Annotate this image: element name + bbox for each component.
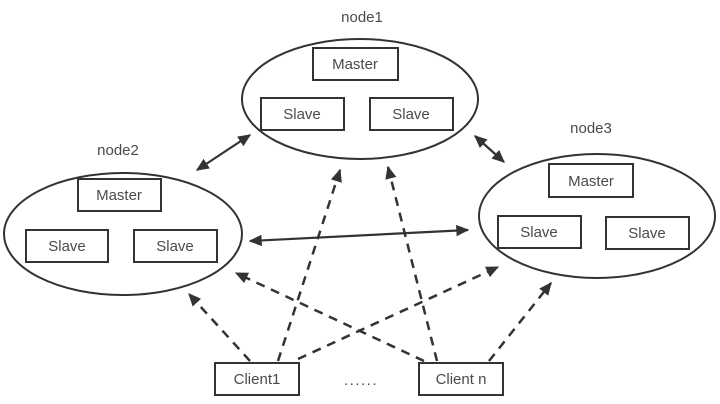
edge-clientn-node1 <box>385 165 439 362</box>
node3-slave2-label: Slave <box>628 225 666 242</box>
node2-ellipse <box>3 172 243 296</box>
edge-clientn-node2 <box>234 271 425 363</box>
edge-node1-node2 <box>195 134 252 171</box>
node2-slave2-box <box>133 229 218 263</box>
node2-master-label: Master <box>96 187 142 204</box>
clients-group: Client1 ...... Client n <box>214 362 504 396</box>
node1-slave2-box <box>369 97 454 131</box>
node1-label: node1 <box>341 9 383 26</box>
edge-clientn-node3 <box>488 281 552 362</box>
node3-master-label: Master <box>568 173 614 190</box>
node-link-edges <box>195 134 505 247</box>
node3-slave2-box <box>605 216 690 250</box>
node3-slave1-label: Slave <box>520 224 558 241</box>
node2-master-box <box>77 178 162 212</box>
node1-master-box <box>312 47 399 81</box>
node2-slave2-label: Slave <box>156 238 194 255</box>
client1-box <box>214 362 300 396</box>
node1-group: node1 Master Slave Slave <box>241 9 479 160</box>
node3-label: node3 <box>570 120 612 137</box>
node1-slave2-label: Slave <box>392 106 430 123</box>
client-link-edges <box>188 165 552 363</box>
node3-group: node3 Master Slave Slave <box>478 120 716 279</box>
edge-client1-node3 <box>297 265 500 361</box>
clients-ellipsis: ...... <box>344 372 378 389</box>
node1-slave1-box <box>260 97 345 131</box>
edge-client1-node1 <box>276 168 342 362</box>
clientn-label: Client n <box>436 371 487 388</box>
node3-master-box <box>548 163 634 198</box>
node1-slave1-label: Slave <box>283 106 321 123</box>
node3-slave1-box <box>497 215 582 249</box>
clientn-box <box>418 362 504 396</box>
node2-group: node2 Master Slave Slave <box>3 142 243 296</box>
node2-slave1-box <box>25 229 109 263</box>
edge-node1-node3 <box>474 135 505 163</box>
node1-master-label: Master <box>332 56 378 73</box>
node2-label: node2 <box>97 142 139 159</box>
node2-slave1-label: Slave <box>48 238 86 255</box>
client1-label: Client1 <box>234 371 281 388</box>
edge-client1-node2 <box>188 293 251 362</box>
edge-node2-node3 <box>248 224 470 247</box>
